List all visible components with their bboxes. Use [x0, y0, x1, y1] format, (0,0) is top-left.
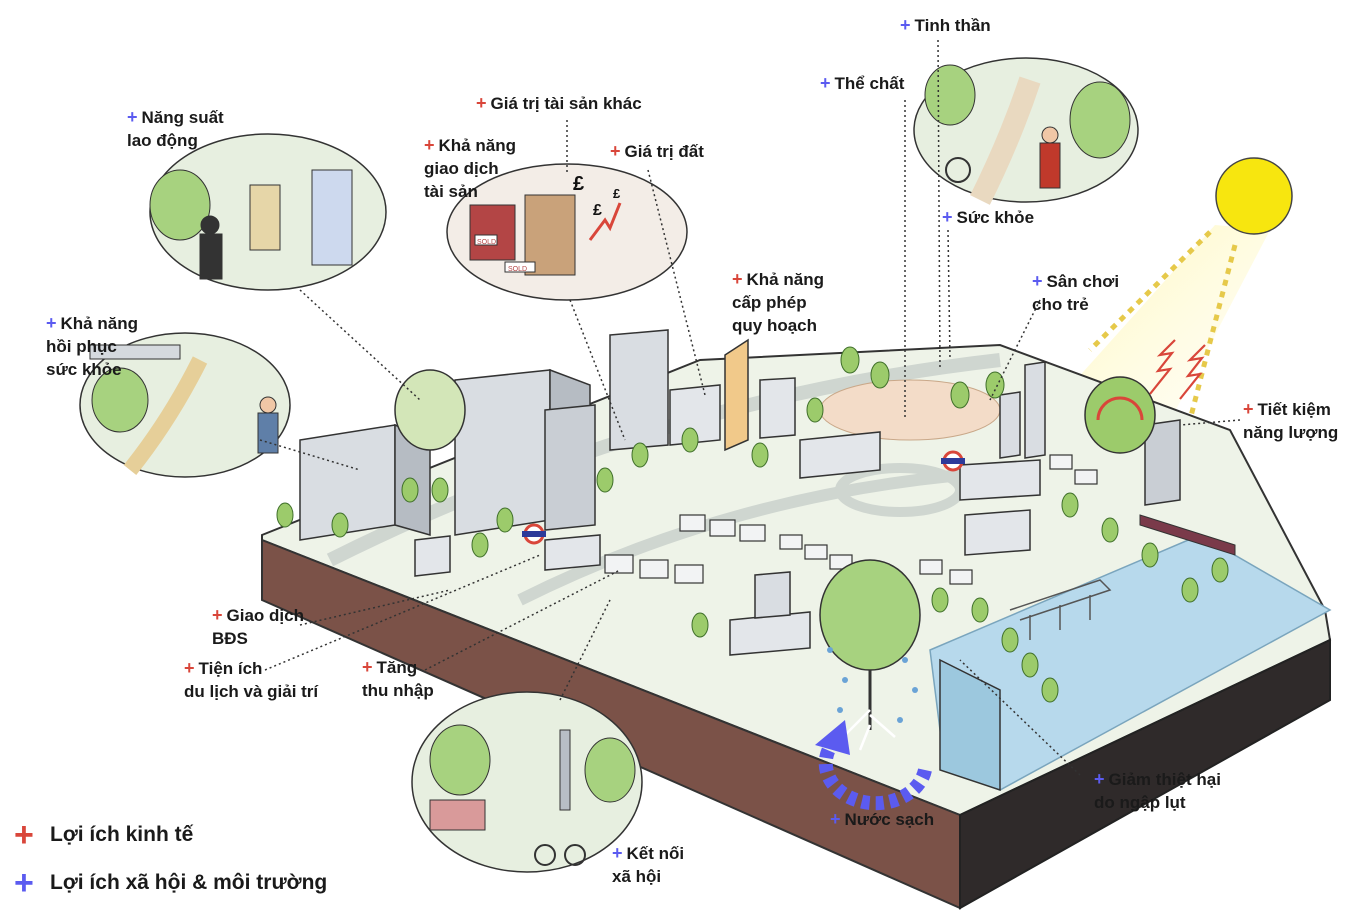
plus-icon: +	[612, 843, 623, 863]
plus-icon: +	[476, 93, 487, 113]
plus-icon: +	[830, 809, 841, 829]
label-tinh-than: +Tinh thần	[900, 15, 991, 35]
sign-sold-2: SOLD	[508, 266, 527, 273]
label-hoi-phuc: +Khả năng hồi phục sức khỏe	[46, 313, 138, 379]
pound-sign-icon: £	[593, 202, 602, 219]
label-kha-nang-cap-phep: +Khả năng cấp phép quy hoạch	[732, 269, 824, 335]
energy-tree	[1084, 376, 1156, 454]
label-the-chat: +Thể chất	[820, 73, 905, 93]
plus-icon: +	[900, 15, 911, 35]
flood-channel	[939, 658, 1001, 792]
label-nuoc-sach: +Nước sạch	[830, 809, 935, 829]
legend-social-label: Lợi ích xã hội & môi trường	[50, 871, 328, 894]
bubble-recovery	[79, 332, 291, 478]
plus-icon: +	[732, 269, 743, 289]
soil-side	[959, 638, 1331, 910]
sun-icon	[1215, 157, 1293, 235]
leader-lines	[259, 39, 1241, 776]
sign-sold-1: SOLD	[477, 239, 496, 246]
rain-tree	[819, 559, 921, 671]
plus-icon: +	[362, 657, 373, 677]
label-gia-tri-tai-san: +Giá trị tài sản khác	[476, 93, 642, 113]
plus-icon: +	[1094, 769, 1105, 789]
label-tiet-kiem: +Tiết kiệm năng lượng	[1243, 399, 1339, 442]
river-pier	[1009, 579, 1112, 640]
plus-icon: +	[942, 207, 953, 227]
label-tien-ich: +Tiện ích du lịch và giải trí	[184, 658, 319, 701]
pound-sign-icon: £	[573, 173, 584, 195]
label-giao-dich-bds: +Giao dịch BĐS	[212, 605, 304, 648]
plus-icon: +	[184, 658, 195, 678]
plus-icon: +	[14, 816, 34, 854]
plus-icon: +	[1243, 399, 1254, 419]
low-rise-blocks	[604, 454, 1098, 585]
water-cycle-arrow-icon	[1096, 396, 1144, 421]
legend-economic-label: Lợi ích kinh tế	[50, 823, 194, 846]
plus-icon: +	[212, 605, 223, 625]
label-tang-thu-nhap: +Tăng thu nhập	[362, 657, 434, 700]
plus-icon: +	[1032, 271, 1043, 291]
label-san-choi: +Sân chơi cho trẻ	[1032, 271, 1120, 314]
label-kha-nang-giao-dich: +Khả năng giao dịch tài sản	[424, 135, 516, 201]
water-drops	[827, 647, 918, 723]
legend-economic: + Lợi ích kinh tế	[14, 816, 194, 854]
legend-social: + Lợi ích xã hội & môi trường	[14, 864, 328, 902]
label-giam-thiet-hai: +Giảm thiệt hại do ngập lụt	[1094, 769, 1221, 812]
label-gia-tri-dat: +Giá trị đất	[610, 141, 704, 161]
clean-water-arrow	[818, 735, 932, 811]
heat-arrow-icon	[1149, 339, 1176, 395]
pound-sign-icon: £	[613, 186, 621, 201]
underground-station-icon	[522, 450, 965, 545]
park	[819, 379, 1001, 441]
plus-icon: +	[14, 864, 34, 902]
plus-icon: +	[610, 141, 621, 161]
plus-icon: +	[127, 107, 138, 127]
street-trees	[276, 346, 1229, 703]
plus-icon: +	[46, 313, 57, 333]
plus-icon: +	[820, 73, 831, 93]
label-suc-khoe: +Sức khỏe	[942, 207, 1035, 227]
rail-bridge	[1139, 514, 1236, 556]
large-tree-left	[394, 369, 466, 451]
label-ket-noi: +Kết nối xã hội	[612, 843, 685, 886]
label-nang-suat: +Năng suất lao động	[127, 107, 224, 150]
buildings	[299, 329, 1181, 656]
plus-icon: +	[424, 135, 435, 155]
